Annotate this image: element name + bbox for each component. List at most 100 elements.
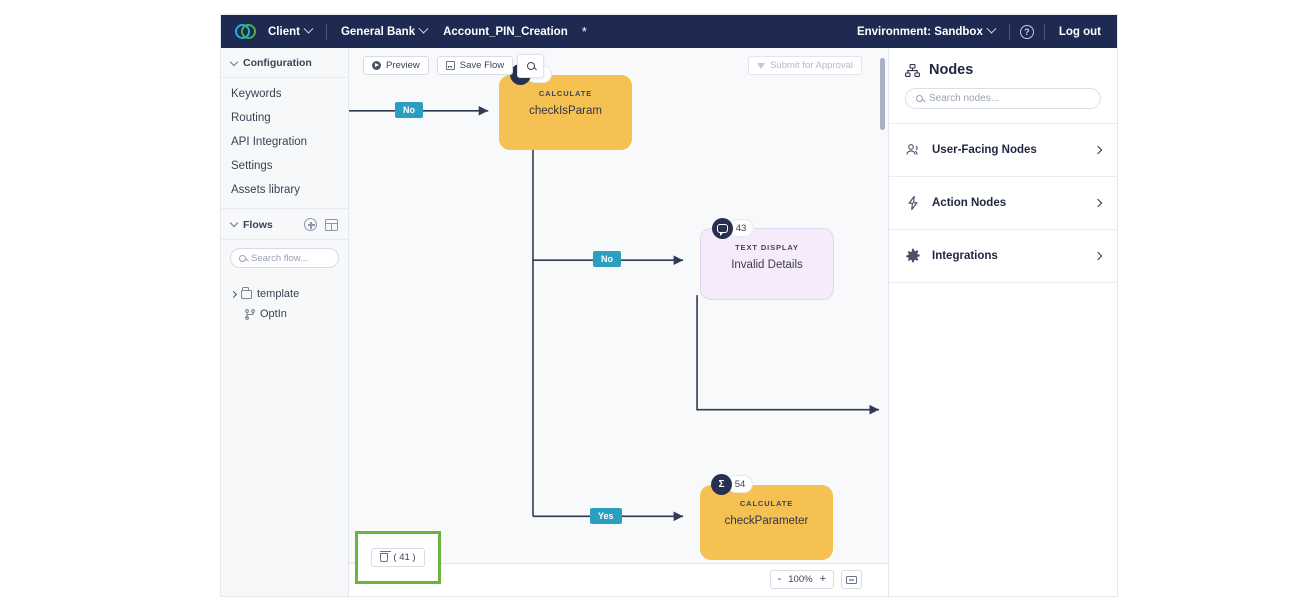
- nodes-panel-title: Nodes: [929, 62, 974, 78]
- fit-screen-icon: [846, 575, 857, 584]
- flow-canvas[interactable]: Preview Save Flow Submit for Approval: [349, 48, 889, 596]
- tenant-selector[interactable]: General Bank: [337, 23, 431, 41]
- chevron-down-icon: [229, 57, 239, 66]
- folder-icon: [241, 287, 252, 299]
- topbar-divider: [1008, 23, 1010, 40]
- sidebar-section-flows[interactable]: Flows: [221, 208, 348, 240]
- client-label: Client: [268, 25, 300, 38]
- node-title: Invalid Details: [731, 259, 803, 271]
- flow-builder-app: Client General Bank Account_PIN_Creation…: [220, 14, 1118, 597]
- edge-label-yes[interactable]: Yes: [590, 508, 622, 524]
- top-bar: Client General Bank Account_PIN_Creation…: [221, 15, 1117, 48]
- zoom-in-button[interactable]: +: [819, 573, 826, 585]
- nodes-panel-header: Nodes: [889, 48, 1117, 88]
- nodes-search-input[interactable]: Search nodes...: [905, 88, 1101, 109]
- question-circle-icon[interactable]: ?: [1019, 24, 1034, 39]
- zoom-box: - 100% +: [769, 570, 834, 589]
- floppy-disk-icon: [445, 61, 455, 70]
- category-integrations[interactable]: Integrations: [889, 229, 1117, 282]
- canvas-column: Preview Save Flow Submit for Approval: [349, 48, 889, 596]
- delete-label: ( 41 ): [393, 552, 416, 563]
- tree-item-label: template: [257, 288, 300, 300]
- tree-item-template[interactable]: template: [221, 284, 348, 304]
- chevron-right-icon: [1093, 251, 1103, 261]
- topbar-divider: [1043, 23, 1045, 40]
- node-title: checkIsParam: [529, 105, 602, 117]
- tree-item-label: OptIn: [260, 308, 287, 320]
- left-sidebar: Configuration Keywords Routing API Integ…: [221, 48, 349, 596]
- node-type-label: CALCULATE: [739, 499, 794, 508]
- configuration-title: Configuration: [243, 57, 312, 69]
- delete-button[interactable]: ( 41 ): [371, 548, 425, 567]
- submit-label: Submit for Approval: [770, 60, 853, 71]
- sigma-icon: Σ: [711, 474, 732, 495]
- canvas-vertical-scrollbar[interactable]: [880, 58, 885, 130]
- chevron-down-icon: [229, 218, 239, 228]
- category-label: User-Facing Nodes: [932, 144, 1037, 156]
- submit-for-approval-button[interactable]: Submit for Approval: [748, 56, 862, 75]
- category-label: Action Nodes: [932, 197, 1007, 209]
- flow-node-calculate-checkisparam[interactable]: Σ 55 CALCULATE checkIsParam: [499, 64, 632, 150]
- logout-label: Log out: [1058, 25, 1101, 38]
- layout-panel-icon[interactable]: [325, 218, 338, 231]
- save-flow-button[interactable]: Save Flow: [436, 56, 514, 75]
- chevron-down-icon: [418, 23, 429, 34]
- edge-label-no-2[interactable]: No: [593, 251, 621, 267]
- node-type-label: CALCULATE: [538, 89, 593, 98]
- category-label: Integrations: [932, 250, 998, 262]
- category-user-facing-nodes[interactable]: User-Facing Nodes: [889, 123, 1117, 176]
- canvas-search-button[interactable]: [517, 54, 544, 78]
- unsaved-marker: *: [581, 24, 587, 39]
- node-type-label: TEXT DISPLAY: [735, 243, 799, 252]
- client-selector[interactable]: Client: [264, 23, 316, 41]
- sigma-glyph: Σ: [718, 479, 725, 490]
- node-title: checkParameter: [724, 515, 809, 527]
- logout-button[interactable]: Log out: [1055, 23, 1105, 41]
- chevron-down-icon: [303, 23, 314, 34]
- flow-node-text-display-invalid-details[interactable]: 43 TEXT DISPLAY Invalid Details: [700, 218, 834, 300]
- zoom-controls: - 100% +: [769, 570, 862, 589]
- chevron-right-icon[interactable]: [229, 290, 238, 298]
- edge-label-no-1[interactable]: No: [395, 102, 423, 118]
- sidebar-item-assets-library[interactable]: Assets library: [231, 184, 301, 196]
- plus-circle-icon[interactable]: [304, 218, 317, 231]
- gear-icon: [905, 248, 921, 264]
- sidebar-item-keywords[interactable]: Keywords: [231, 88, 282, 100]
- tree-item-optin[interactable]: OptIn: [221, 304, 348, 324]
- preview-button[interactable]: Preview: [363, 56, 429, 75]
- environment-selector[interactable]: Environment: Sandbox: [853, 23, 999, 41]
- tenant-label: General Bank: [340, 25, 416, 38]
- nodes-tree-icon: [905, 63, 920, 77]
- flow-search-placeholder: Search flow...: [251, 252, 309, 264]
- chat-bubble-icon: [712, 218, 733, 239]
- trash-icon: [379, 551, 391, 562]
- flow-node-calculate-checkparameter[interactable]: Σ 54 CALCULATE checkParameter: [700, 474, 833, 560]
- nodes-search-placeholder: Search nodes...: [929, 93, 1000, 104]
- chevron-down-icon: [986, 23, 997, 34]
- play-circle-icon: [372, 61, 381, 70]
- flow-name[interactable]: Account_PIN_Creation: [439, 23, 572, 41]
- flow-search-container: Search flow...: [221, 240, 348, 272]
- nodes-panel-filler: [889, 282, 1117, 596]
- sidebar-item-api-integration[interactable]: API Integration: [231, 136, 308, 148]
- sidebar-item-routing[interactable]: Routing: [231, 112, 271, 124]
- search-icon: [239, 254, 246, 262]
- flow-search-input[interactable]: Search flow...: [230, 248, 339, 268]
- canvas-toolbar: Preview Save Flow: [363, 56, 514, 75]
- zoom-level-label: 100%: [788, 574, 813, 585]
- zoom-out-button[interactable]: -: [777, 573, 782, 585]
- flow-edges: [349, 105, 880, 522]
- funnel-icon: [757, 62, 766, 69]
- nodes-search-container: Search nodes...: [889, 88, 1117, 123]
- chevron-right-icon: [1093, 145, 1103, 155]
- delete-button-highlight: ( 41 ): [355, 531, 441, 584]
- flow-name-label: Account_PIN_Creation: [443, 25, 568, 38]
- search-icon: [916, 95, 923, 102]
- search-icon: [526, 62, 535, 70]
- sidebar-section-configuration[interactable]: Configuration: [221, 48, 348, 78]
- fit-screen-button[interactable]: [841, 570, 862, 589]
- sidebar-item-settings[interactable]: Settings: [231, 160, 273, 172]
- flow-tree: template OptIn: [221, 272, 348, 324]
- category-action-nodes[interactable]: Action Nodes: [889, 176, 1117, 229]
- save-flow-label: Save Flow: [459, 60, 505, 71]
